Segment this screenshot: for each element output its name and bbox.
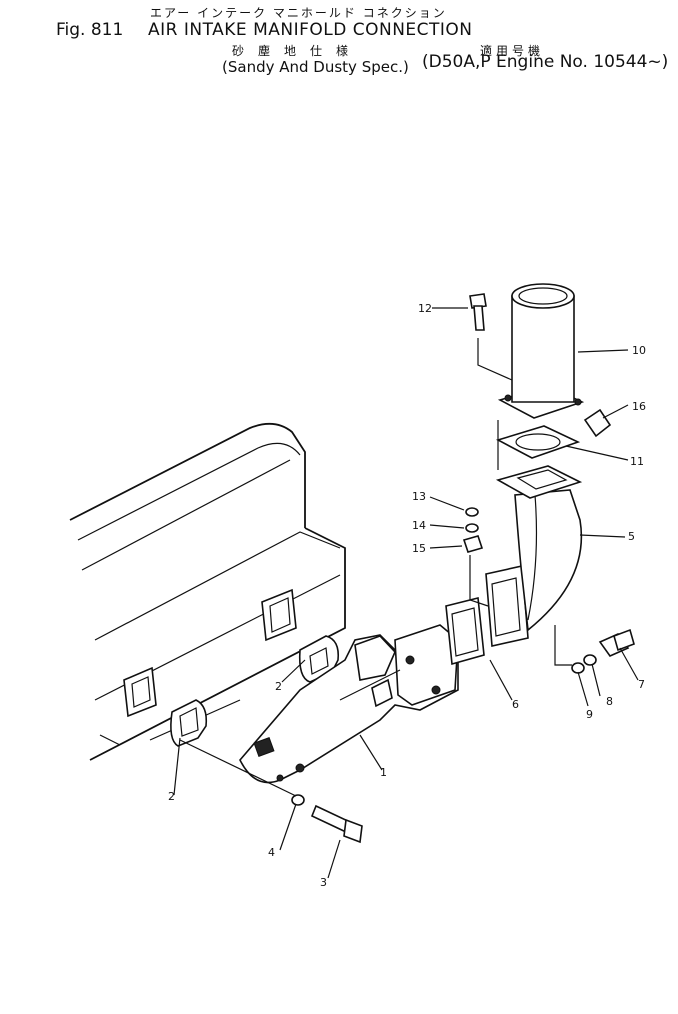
bolt-3 [310,804,363,844]
pipe-10 [504,283,582,406]
bolt-7 [598,628,635,657]
callout-6: 6 [512,698,519,711]
callout-10: 10 [632,344,646,357]
engine-applicability: (D50A,P Engine No. 10544~) [422,52,669,72]
callout-16: 16 [632,400,646,413]
japanese-title: エアー インテーク マニホールド コネクション [150,6,447,20]
japanese-applicable: 適用号機 [480,44,545,58]
callout-9: 9 [586,708,593,721]
callout-15: 15 [412,542,426,555]
washer-4 [291,794,305,806]
callout-12: 12 [418,302,432,315]
callout-13: 13 [412,490,426,503]
elbow-5 [485,489,583,647]
washer-8 [583,654,597,666]
gasket-6 [445,597,485,666]
leader-lines [173,307,639,879]
callout-1: 1 [380,766,387,779]
engine-block [69,422,346,761]
callout-2-upper: 2 [275,680,282,693]
intake-manifold [239,624,459,784]
flange-lower [495,465,583,499]
sensor-16 [583,408,612,438]
callout-3: 3 [320,876,327,889]
callout-4: 4 [268,846,275,859]
japanese-spec: 砂塵地仕様 [232,44,363,58]
nut-15 [462,535,484,553]
callout-8: 8 [606,695,613,708]
callout-11: 11 [630,455,644,468]
washer-14 [465,523,479,533]
spec-subtitle: (Sandy And Dusty Spec.) [222,58,409,76]
callout-7: 7 [638,678,645,691]
washer-13 [465,507,479,517]
callout-14: 14 [412,519,426,532]
callout-5: 5 [628,530,635,543]
diagram-title: AIR INTAKE MANIFOLD CONNECTION [148,20,473,40]
callout-2-lower: 2 [168,790,175,803]
gasket-11 [495,425,581,459]
washer-9 [571,662,585,674]
figure-number: Fig. 811 [56,20,124,40]
bolt-12 [469,293,487,331]
gasket-2-lower [170,699,208,747]
